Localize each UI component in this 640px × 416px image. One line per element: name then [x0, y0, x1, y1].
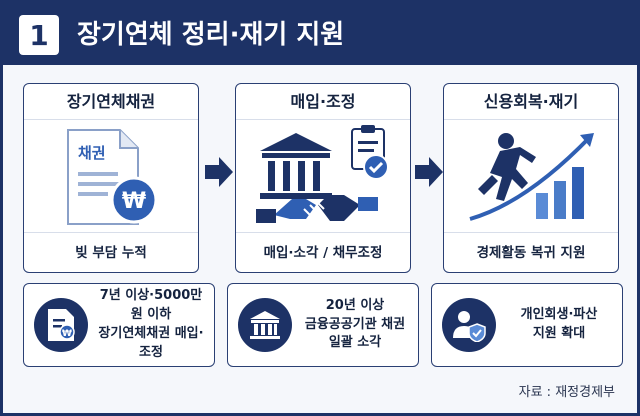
- info-line: 일괄 소각: [328, 335, 382, 351]
- info-line: 금융공공기관 채권: [304, 316, 406, 332]
- step-caption: 매입·소각 / 채무조정: [236, 232, 410, 272]
- info-line: 20년 이상: [325, 297, 385, 313]
- info-box-long-term-debt: ₩ 7년 이상·5000만원 이하 장기연체채권 매입·조정: [23, 283, 215, 367]
- step-card-credit-recovery: 신용회복·재기 경제활동 복귀 지원: [443, 83, 619, 273]
- info-line: 개인회생·파산: [520, 307, 598, 323]
- info-line: 7년 이상·5000만원 이하: [99, 288, 203, 323]
- info-line: 지원 확대: [532, 326, 586, 341]
- document-won-icon: ₩: [34, 298, 88, 352]
- won-symbol: ₩: [122, 189, 146, 214]
- section-number: 1: [19, 15, 59, 55]
- arrow-right-icon: [415, 157, 443, 187]
- header-bar: 1 장기연체 정리·재기 지원: [3, 3, 637, 65]
- step-card-purchase-adjust: 매입·조정 매입·소: [235, 83, 411, 273]
- info-box-personal-rehab: 개인회생·파산 지원 확대: [431, 283, 623, 367]
- arrow-right-icon: [205, 157, 233, 187]
- step-title: 매입·조정: [236, 84, 410, 120]
- person-shield-icon: [442, 298, 496, 352]
- step-card-overdue-debt: 장기연체채권 채권 ₩ 빚 부담 누적: [23, 83, 199, 273]
- source-note: 자료 : 재정경제부: [518, 385, 615, 400]
- info-line: 장기연체채권 매입·조정: [98, 326, 204, 360]
- svg-text:₩: ₩: [62, 329, 72, 339]
- step-title: 신용회복·재기: [444, 84, 618, 120]
- running-growth-icon: [469, 133, 594, 221]
- bank-handshake-icon: [256, 125, 389, 223]
- info-box-public-debt-writeoff: 20년 이상 금융공공기관 채권 일괄 소각: [227, 283, 419, 367]
- document-label: 채권: [78, 144, 106, 162]
- step-caption: 빚 부담 누적: [24, 232, 198, 272]
- bank-icon: [238, 298, 292, 352]
- step-title: 장기연체채권: [24, 84, 198, 120]
- step-caption: 경제활동 복귀 지원: [444, 232, 618, 272]
- page-title: 장기연체 정리·재기 지원: [77, 20, 345, 50]
- debt-document-icon: 채권 ₩: [67, 129, 158, 225]
